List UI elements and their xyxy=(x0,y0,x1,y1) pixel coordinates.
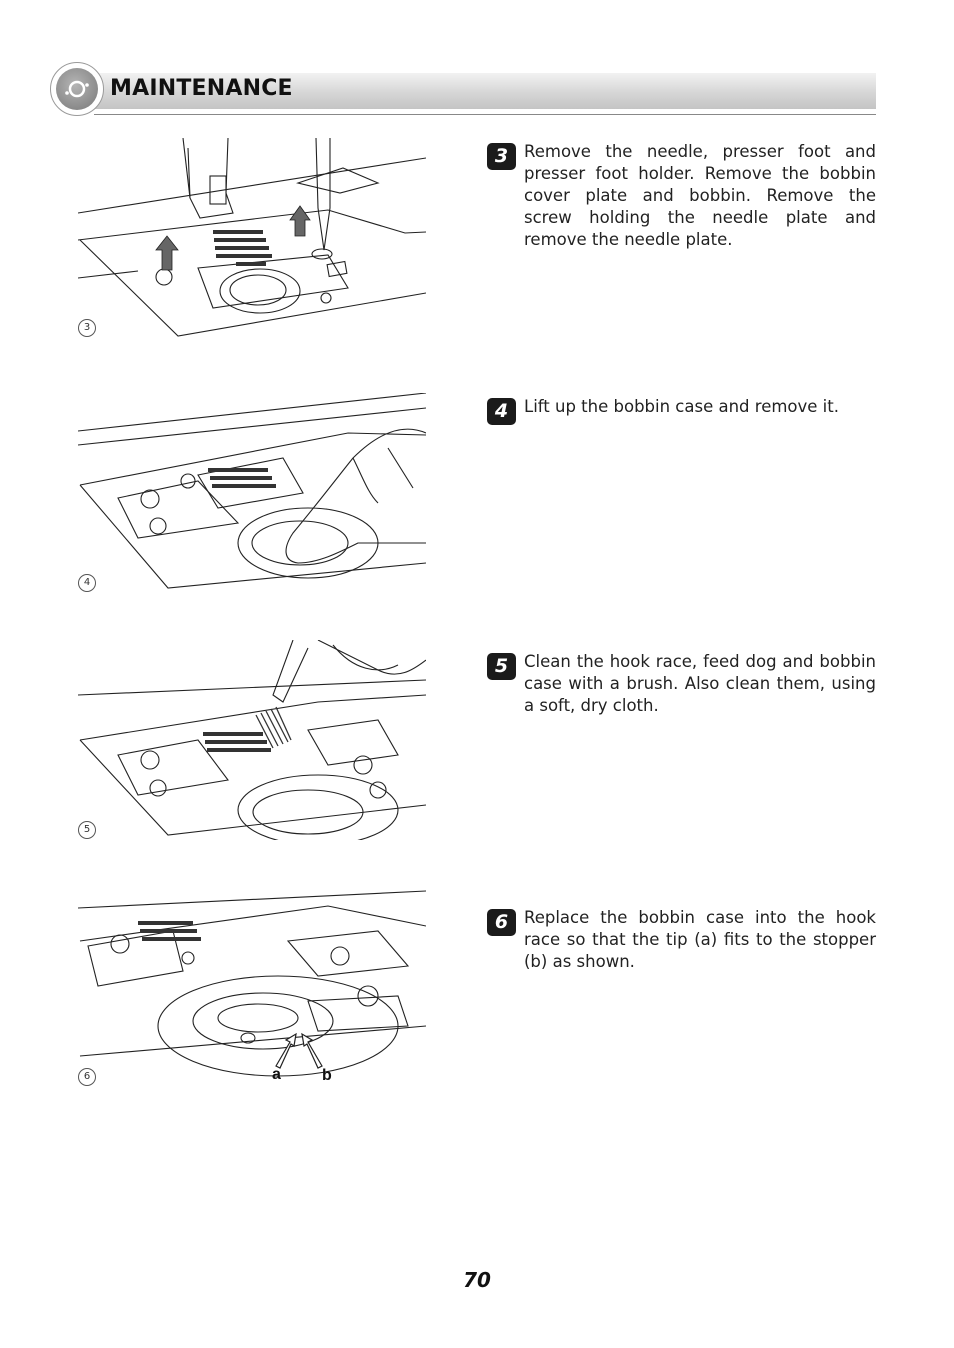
step-instruction-text: Lift up the bobbin case and remove it. xyxy=(524,397,839,416)
figure-number: 6 xyxy=(78,1068,96,1086)
figure-4-bobbin-case-removal-illustration xyxy=(78,393,426,593)
step-number-badge: 3 xyxy=(487,143,516,170)
maintenance-badge-icon xyxy=(50,62,104,116)
step-number-badge: 5 xyxy=(487,653,516,680)
figure-number: 5 xyxy=(78,821,96,839)
header-bar xyxy=(94,73,876,109)
figure-label-a: a xyxy=(272,1066,281,1083)
figure-5-brush-cleaning-illustration xyxy=(78,640,426,840)
header-rule xyxy=(94,114,876,115)
section-header: MAINTENANCE xyxy=(50,62,876,116)
page-title: MAINTENANCE xyxy=(110,76,293,101)
step-number-badge: 6 xyxy=(487,909,516,936)
step-instruction-text: Clean the hook race, feed dog and bobbin… xyxy=(524,652,876,715)
figure-number: 4 xyxy=(78,574,96,592)
step-number-badge: 4 xyxy=(487,398,516,425)
step-instruction-text: Remove the needle, presser foot and pres… xyxy=(524,142,876,249)
figure-3-needle-plate-illustration xyxy=(78,138,426,338)
figure-6-bobbin-case-replacement-illustration xyxy=(78,886,426,1086)
figure-number: 3 xyxy=(78,319,96,337)
step-instruction-text: Replace the bobbin case into the hook ra… xyxy=(524,908,876,971)
page-number: 70 xyxy=(463,1268,491,1292)
figure-label-b: b xyxy=(322,1067,332,1084)
